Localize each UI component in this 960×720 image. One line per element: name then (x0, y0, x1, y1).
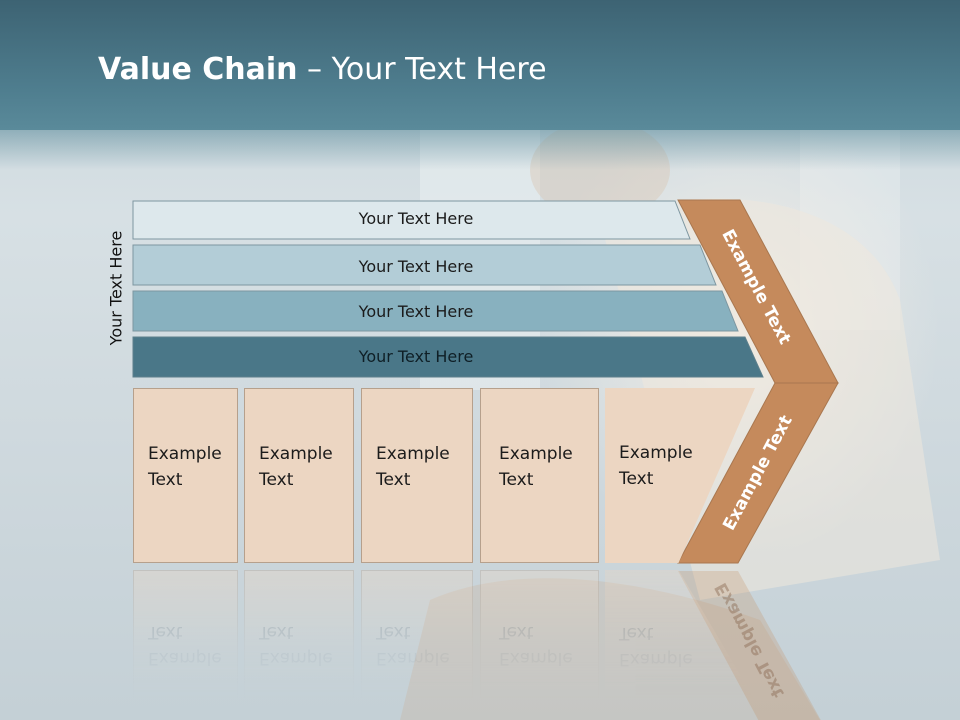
band-2-label: Your Text Here (358, 257, 474, 276)
chevron-lower-arm (677, 382, 839, 564)
slide-title: Value Chain – Your Text Here (98, 52, 547, 87)
title-bold: Value Chain (98, 52, 298, 87)
column-3-line-2: Text (376, 470, 411, 490)
band-2 (132, 244, 717, 286)
column-5-line-2: Text (619, 469, 654, 489)
column-1-line-2: Text (148, 470, 183, 490)
band-1-label: Your Text Here (358, 209, 474, 228)
band-1 (132, 200, 691, 240)
band-4 (132, 336, 764, 378)
column-2-line-1: Example (259, 444, 333, 464)
column-5-line-1: Example (619, 443, 693, 463)
column-1-line-1: Example (148, 444, 222, 464)
title-rest: – Your Text Here (297, 52, 547, 87)
band-3 (132, 290, 739, 332)
column-2-line-2: Text (259, 470, 294, 490)
column-4-line-2: Text (499, 470, 534, 490)
band-4-label: Your Text Here (358, 347, 474, 366)
band-3-label: Your Text Here (358, 302, 474, 321)
title-bar-fade (0, 130, 960, 170)
column-3-line-1: Example (376, 444, 450, 464)
column-4-line-1: Example (499, 444, 573, 464)
title-bar (0, 0, 960, 130)
